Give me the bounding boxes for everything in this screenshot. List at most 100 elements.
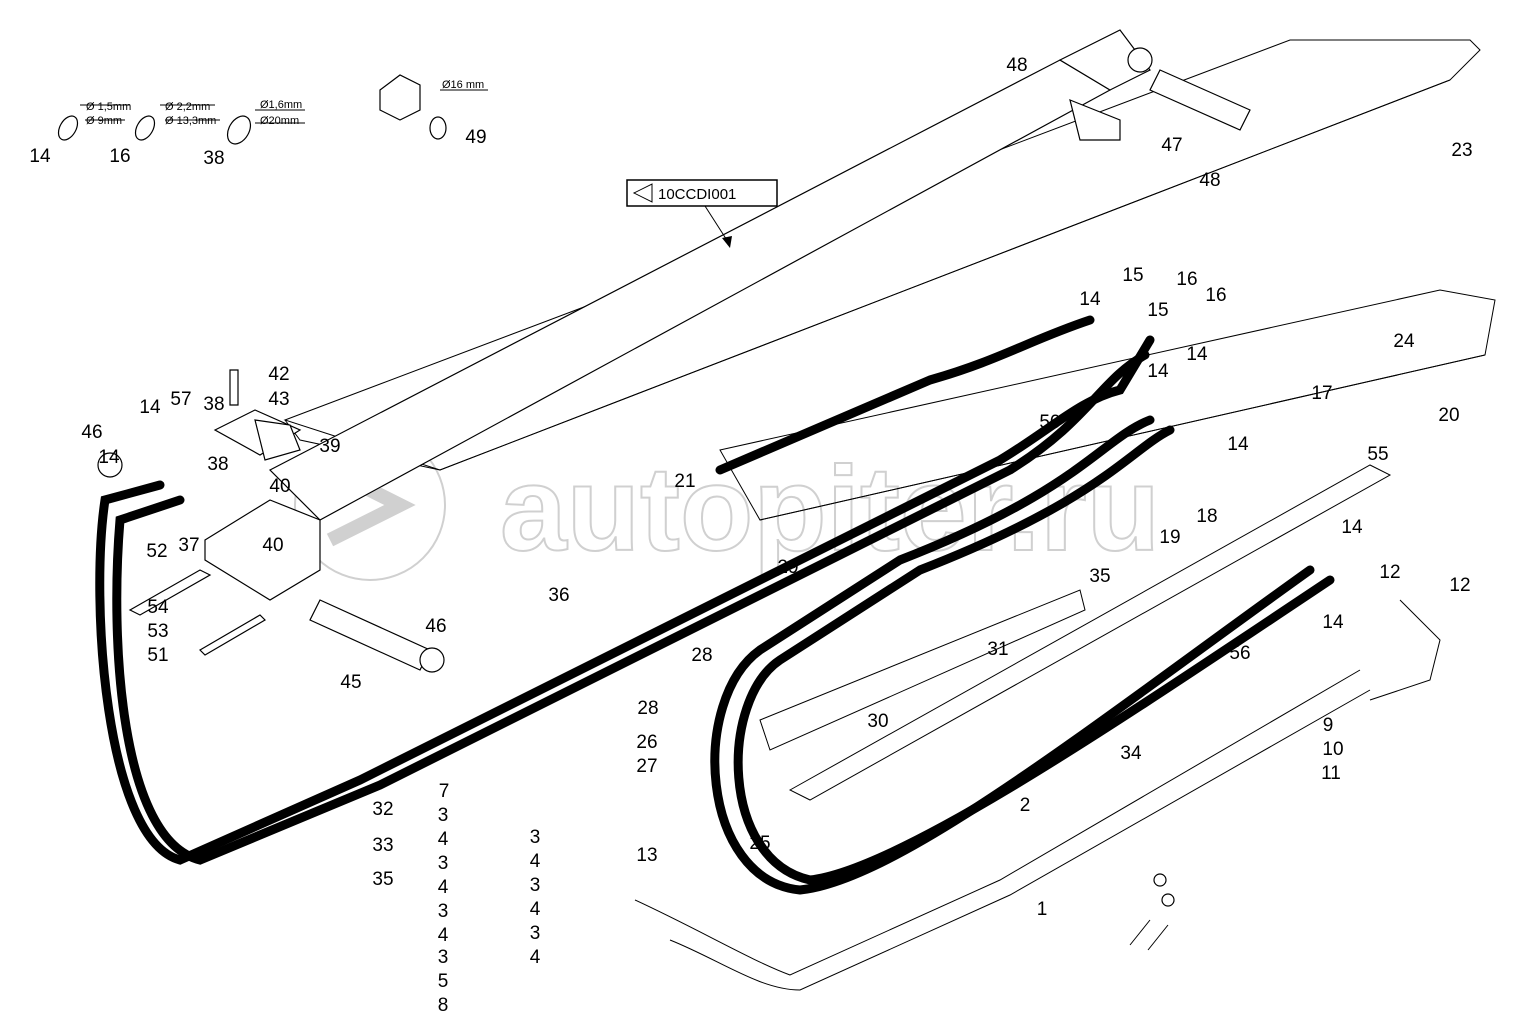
callout-39: 39 — [319, 436, 340, 457]
callout-17: 17 — [1311, 383, 1332, 404]
callout-16: 16 — [109, 146, 130, 167]
callout-4: 4 — [530, 947, 541, 968]
callout-14: 14 — [1341, 517, 1363, 538]
callout-47: 47 — [1161, 135, 1182, 156]
callout-18: 18 — [1196, 506, 1217, 527]
callout-20: 20 — [1438, 405, 1459, 426]
callout-14: 14 — [1227, 434, 1249, 455]
callout-12: 12 — [1449, 575, 1470, 596]
callout-31: 31 — [987, 639, 1008, 660]
reference-code[interactable]: 10CCDI001 — [658, 186, 736, 203]
callout-32: 32 — [372, 799, 393, 820]
callout-4: 4 — [438, 877, 449, 898]
dim-ring14-diameter: Ø 9mm — [86, 115, 122, 127]
callout-14: 14 — [1079, 289, 1101, 310]
callout-43: 43 — [268, 389, 289, 410]
callout-4: 4 — [530, 851, 541, 872]
pipes — [634, 599, 1441, 991]
callout-3: 3 — [438, 901, 449, 922]
valve-block — [97, 369, 445, 673]
callout-53: 53 — [147, 621, 168, 642]
callout-40: 40 — [269, 476, 290, 497]
callout-25: 25 — [749, 833, 770, 854]
callout-1: 1 — [1037, 899, 1048, 920]
callout-40: 40 — [262, 535, 283, 556]
callout-52: 52 — [146, 541, 167, 562]
callout-28: 28 — [691, 645, 712, 666]
callout-48: 48 — [1199, 170, 1220, 191]
callout-37: 37 — [178, 535, 199, 556]
hoses — [95, 315, 1335, 895]
dim-fitting49: Ø16 mm — [442, 79, 484, 91]
callout-3: 3 — [438, 853, 449, 874]
callout-27: 27 — [636, 756, 657, 777]
callout-35: 35 — [372, 869, 393, 890]
callout-36: 36 — [548, 585, 569, 606]
callout-48: 48 — [1006, 55, 1027, 76]
callout-30: 30 — [867, 711, 888, 732]
callout-12: 12 — [1379, 562, 1400, 583]
connection-arrows — [1129, 873, 1175, 951]
dim-ring16-section: Ø 2,2mm — [165, 101, 210, 113]
callout-24: 24 — [1393, 331, 1415, 352]
callout-15: 15 — [1122, 265, 1143, 286]
callout-38: 38 — [203, 148, 224, 169]
callout-14: 14 — [1147, 361, 1169, 382]
callout-34: 34 — [1120, 743, 1142, 764]
callout-28: 28 — [637, 698, 658, 719]
callout-14: 14 — [29, 146, 51, 167]
callout-7: 7 — [439, 781, 450, 802]
reference-link[interactable]: 10CCDI001 — [626, 179, 778, 248]
callout-3: 3 — [438, 947, 449, 968]
callout-14: 14 — [1322, 612, 1344, 633]
callout-4: 4 — [530, 899, 541, 920]
callout-16: 16 — [1176, 269, 1197, 290]
callout-14: 14 — [1186, 344, 1208, 365]
dim-ring38-section: Ø1,6mm — [260, 99, 302, 111]
callout-14: 14 — [98, 447, 120, 468]
callout-3: 3 — [530, 875, 541, 896]
callout-46: 46 — [425, 616, 446, 637]
callout-46: 46 — [81, 422, 102, 443]
callout-9: 9 — [1323, 715, 1334, 736]
callout-11: 11 — [1321, 763, 1341, 784]
callout-19: 19 — [1159, 527, 1180, 548]
seal-details: Ø 1,5mm Ø 9mm Ø 2,2mm Ø 13,3mm Ø1,6mm Ø2… — [57, 74, 488, 145]
callout-56: 56 — [1229, 643, 1250, 664]
callout-5: 5 — [438, 971, 449, 992]
callout-14: 14 — [139, 397, 161, 418]
callout-54: 54 — [147, 597, 169, 618]
callout-3: 3 — [530, 827, 541, 848]
plate-55 — [759, 464, 1392, 801]
callout-13: 13 — [636, 845, 657, 866]
dim-ring38-diameter: Ø20mm — [260, 115, 299, 127]
callout-33: 33 — [372, 835, 393, 856]
callout-29: 29 — [777, 557, 798, 578]
callout-38: 38 — [203, 394, 224, 415]
callout-16: 16 — [1205, 285, 1226, 306]
callout-4: 4 — [438, 925, 449, 946]
callout-55: 55 — [1367, 444, 1388, 465]
callout-8: 8 — [438, 995, 449, 1016]
callout-35: 35 — [1089, 566, 1110, 587]
callout-2: 2 — [1020, 795, 1031, 816]
callout-38: 38 — [207, 454, 228, 475]
dim-ring16-diameter: Ø 13,3mm — [165, 115, 216, 127]
callout-21: 21 — [674, 471, 695, 492]
callout-3: 3 — [530, 923, 541, 944]
callout-50: 50 — [1039, 412, 1060, 433]
callout-4: 4 — [438, 829, 449, 850]
callout-26: 26 — [636, 732, 657, 753]
callout-15: 15 — [1147, 300, 1168, 321]
dim-ring14-section: Ø 1,5mm — [86, 101, 131, 113]
hydraulic-cylinder — [268, 29, 1251, 521]
callout-51: 51 — [147, 645, 168, 666]
callout-42: 42 — [268, 364, 289, 385]
callout-49: 49 — [465, 127, 486, 148]
callout-23: 23 — [1451, 140, 1472, 161]
callout-57: 57 — [170, 389, 191, 410]
callout-45: 45 — [340, 672, 361, 693]
